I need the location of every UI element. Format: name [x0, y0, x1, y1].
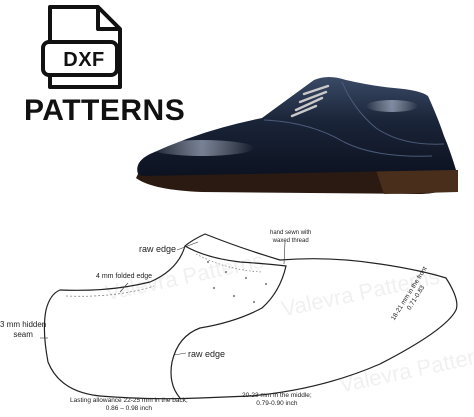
shoe-upper-pattern	[40, 233, 458, 400]
oxford-shoe-illustration	[136, 77, 458, 194]
folded-edge-line	[65, 285, 155, 297]
headline: PATTERNS	[24, 94, 186, 127]
raw-edge-top-label: raw edge	[139, 244, 177, 254]
hidden-seam-label: 3 mm hidden seam	[0, 320, 47, 339]
raw-edge-bottom-label: raw edge	[188, 349, 226, 359]
file-type-label: DXF	[63, 49, 105, 71]
document-file-icon	[41, 5, 122, 89]
hand-sewn-label: hand sewn with waxed thread	[270, 230, 312, 244]
quarter-edge	[170, 245, 287, 399]
lasting-back-label: Lasting allowance 22-25 mm in the back; …	[70, 397, 188, 412]
pattern-outline	[43, 233, 458, 400]
folded-edge-label: 4 mm folded edge	[96, 273, 153, 280]
lasting-middle-label: 20-23 mm in the middle; 0.79-0.90 inch	[242, 392, 312, 407]
